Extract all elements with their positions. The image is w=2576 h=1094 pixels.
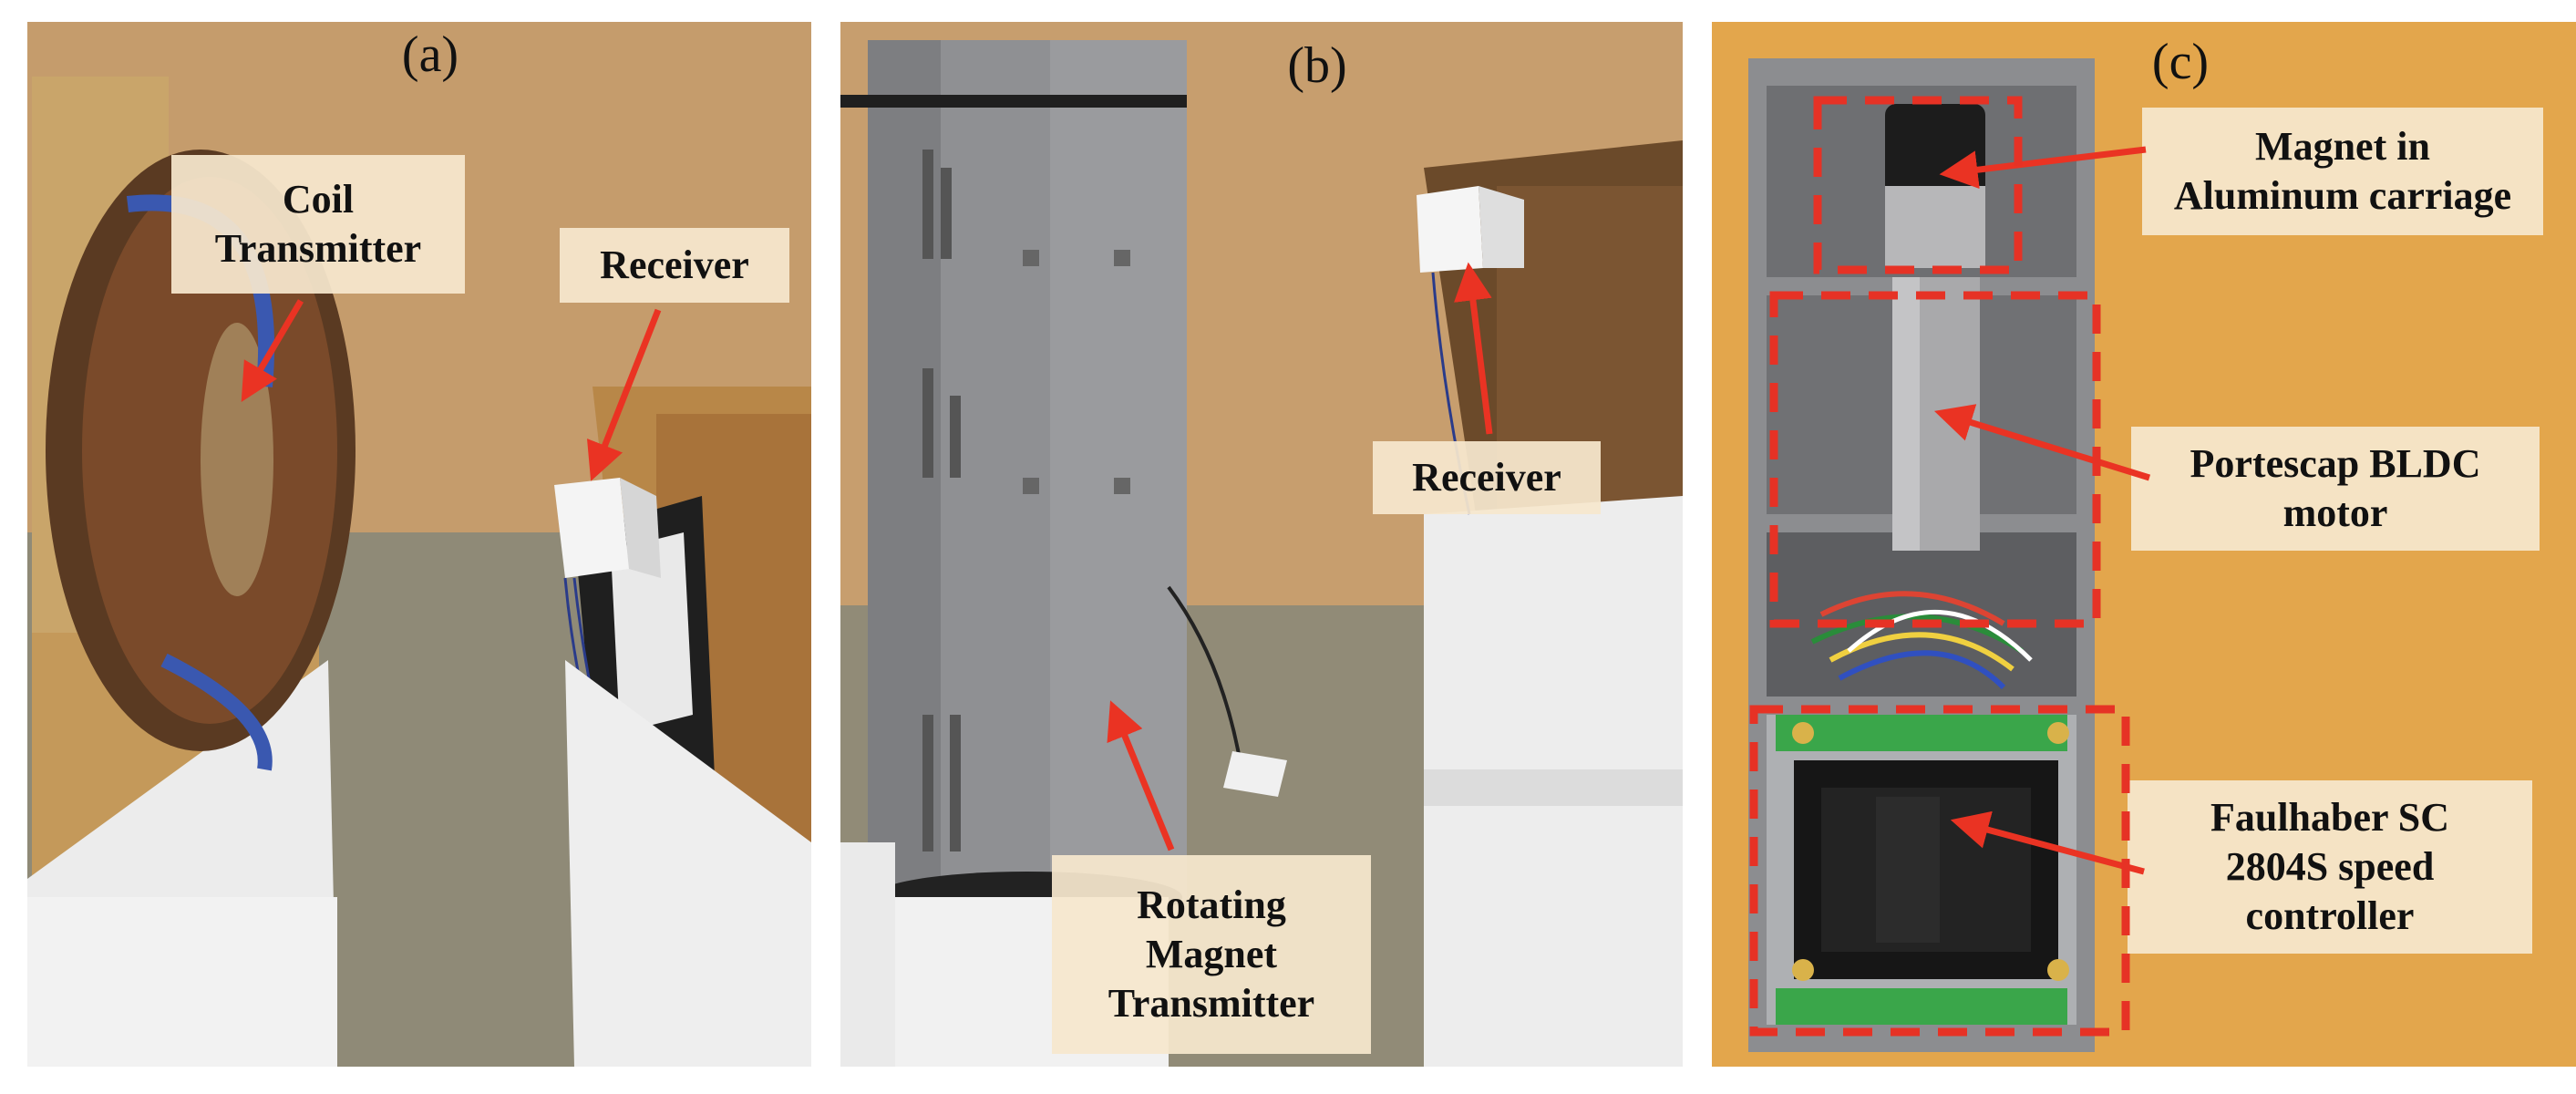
rotating-magnet-text: Rotating Magnet Transmitter [1108, 882, 1315, 1026]
magnet-carriage-text: Magnet in Aluminum carriage [2173, 124, 2512, 218]
receiver-a-text: Receiver [600, 243, 749, 288]
receiver-callout-a: Receiver [560, 228, 789, 303]
magnet-carriage-callout: Magnet in Aluminum carriage [2142, 108, 2543, 235]
rotating-magnet-callout: Rotating Magnet Transmitter [1052, 855, 1371, 1054]
receiver-b-text: Receiver [1412, 455, 1561, 501]
bldc-motor-callout: Portescap BLDC motor [2131, 427, 2540, 551]
speed-controller-callout: Faulhaber SC 2804S speed controller [2128, 780, 2532, 954]
coil-transmitter-callout: Coil Transmitter [171, 155, 465, 294]
bldc-motor-text: Portescap BLDC motor [2190, 441, 2481, 535]
panel-label-a: (a) [401, 26, 459, 83]
speed-controller-text: Faulhaber SC 2804S speed controller [2210, 795, 2450, 938]
panel-label-b: (b) [1287, 37, 1347, 94]
coil-transmitter-text: Coil Transmitter [214, 177, 422, 271]
panel-label-c: (c) [2151, 34, 2210, 90]
receiver-callout-b: Receiver [1373, 441, 1601, 514]
